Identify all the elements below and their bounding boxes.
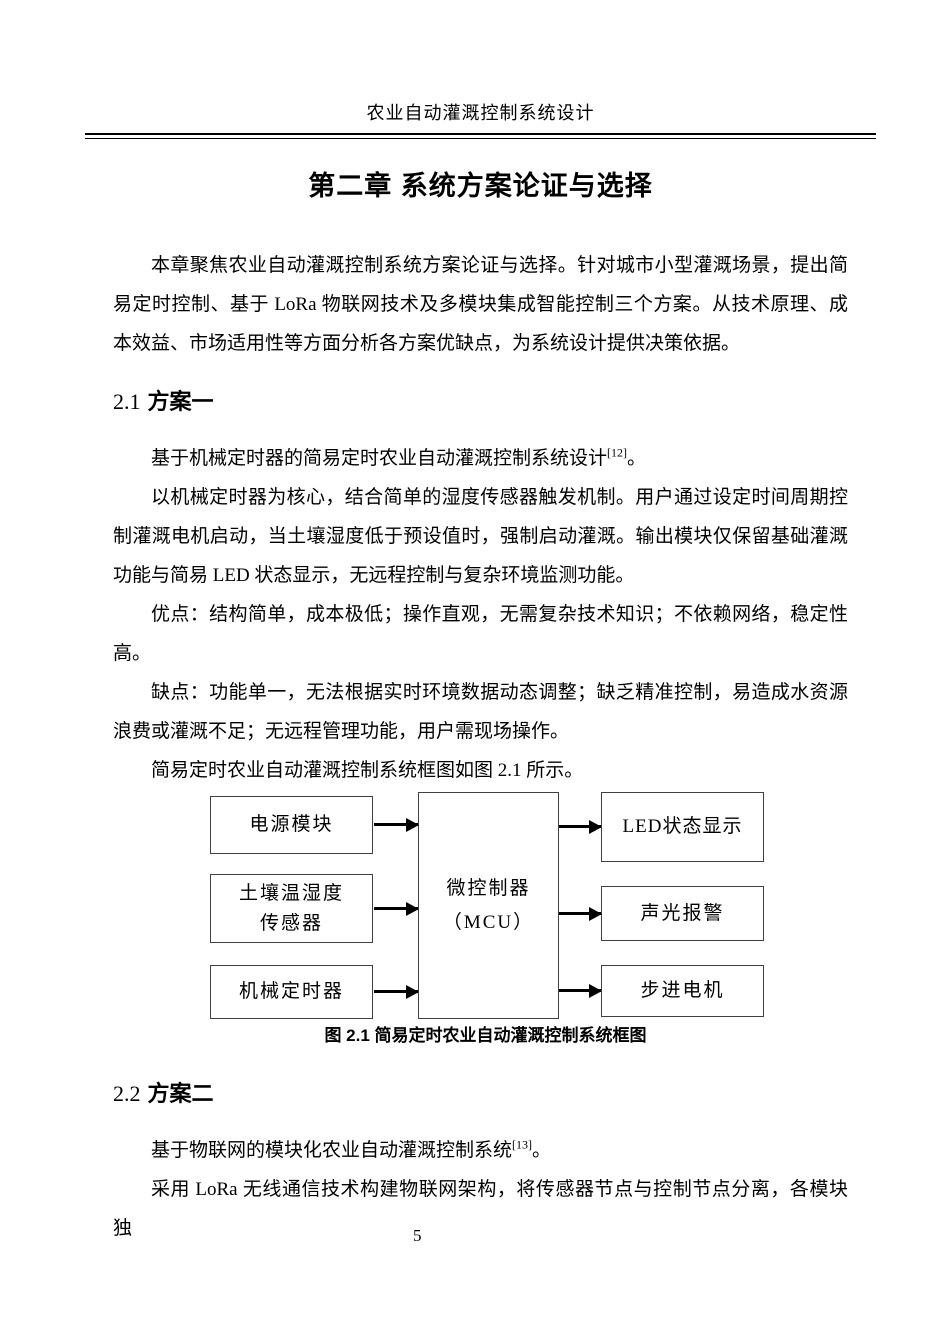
paragraph-scheme1-intro: 基于机械定时器的简易定时农业自动灌溉控制系统设计[12]。 [113, 439, 848, 478]
paragraph-text: 基于物联网的模块化农业自动灌溉控制系统 [151, 1140, 513, 1162]
running-header: 农业自动灌溉控制系统设计 [366, 103, 595, 123]
section-title: 方案一 [147, 389, 214, 415]
paragraph-scheme2-intro: 基于物联网的模块化农业自动灌溉控制系统[13]。 [113, 1131, 848, 1170]
paragraph-tail: 。 [627, 448, 647, 470]
page-number: 5 [413, 1226, 422, 1245]
paragraph-tail: 。 [532, 1140, 552, 1162]
arrow-sensor-to-mcu [374, 901, 419, 916]
citation-ref-12: [12] [607, 446, 628, 461]
section-number: 2.2 [113, 1081, 141, 1107]
diagram-box-power-module: 电源模块 [210, 796, 373, 855]
diagram-box-stepper-motor: 步进电机 [601, 965, 764, 1018]
arrow-mcu-to-led [559, 819, 602, 834]
citation-ref-13: [13] [512, 1138, 533, 1153]
paragraph-scheme2-description: 采用 LoRa 无线通信技术构建物联网架构，将传感器节点与控制节点分离，各模块独 [113, 1179, 848, 1240]
paragraph-scheme1-description: 以机械定时器为核心，结合简单的湿度传感器触发机制。用户通过设定时间周期控制灌溉电… [113, 487, 848, 587]
diagram-box-soil-sensor: 土壤温湿度 传感器 [210, 874, 373, 944]
arrow-mcu-to-alarm [559, 906, 602, 921]
figure-caption: 图 2.1 简易定时农业自动灌溉控制系统框图 [324, 1026, 647, 1046]
paragraph-scheme1-disadvantages: 缺点：功能单一，无法根据实时环境数据动态调整；缺乏精准控制，易造成水资源浪费或灌… [113, 682, 848, 743]
header-rule [85, 133, 876, 140]
block-diagram-figure-2-1: 电源模块 土壤温湿度 传感器 机械定时器 微控制器 （MCU） LED状态显示 … [113, 792, 848, 1020]
paragraph-figure-reference: 简易定时农业自动灌溉控制系统框图如图 2.1 所示。 [151, 760, 584, 782]
arrow-power-to-mcu [374, 817, 419, 832]
diagram-box-sound-light-alarm: 声光报警 [601, 886, 764, 942]
arrow-timer-to-mcu [374, 984, 419, 999]
page-content: 农业自动灌溉控制系统设计 第二章 系统方案论证与选择 本章聚焦农业自动灌溉控制系… [85, 0, 876, 1248]
diagram-box-led-display: LED状态显示 [601, 792, 764, 863]
diagram-box-mechanical-timer: 机械定时器 [210, 965, 373, 1020]
chapter-title: 第二章 系统方案论证与选择 [308, 171, 653, 202]
intro-paragraph: 本章聚焦农业自动灌溉控制系统方案论证与选择。针对城市小型灌溉场景，提出简易定时控… [113, 255, 848, 355]
paragraph-text: 基于机械定时器的简易定时农业自动灌溉控制系统设计 [151, 448, 608, 470]
arrow-mcu-to-motor [559, 983, 602, 998]
diagram-box-mcu: 微控制器 （MCU） [418, 792, 559, 1020]
section-number: 2.1 [113, 389, 141, 415]
section-title: 方案二 [147, 1081, 214, 1107]
paragraph-scheme1-advantages: 优点：结构简单，成本极低；操作直观，无需复杂技术知识；不依赖网络，稳定性高。 [113, 604, 848, 665]
